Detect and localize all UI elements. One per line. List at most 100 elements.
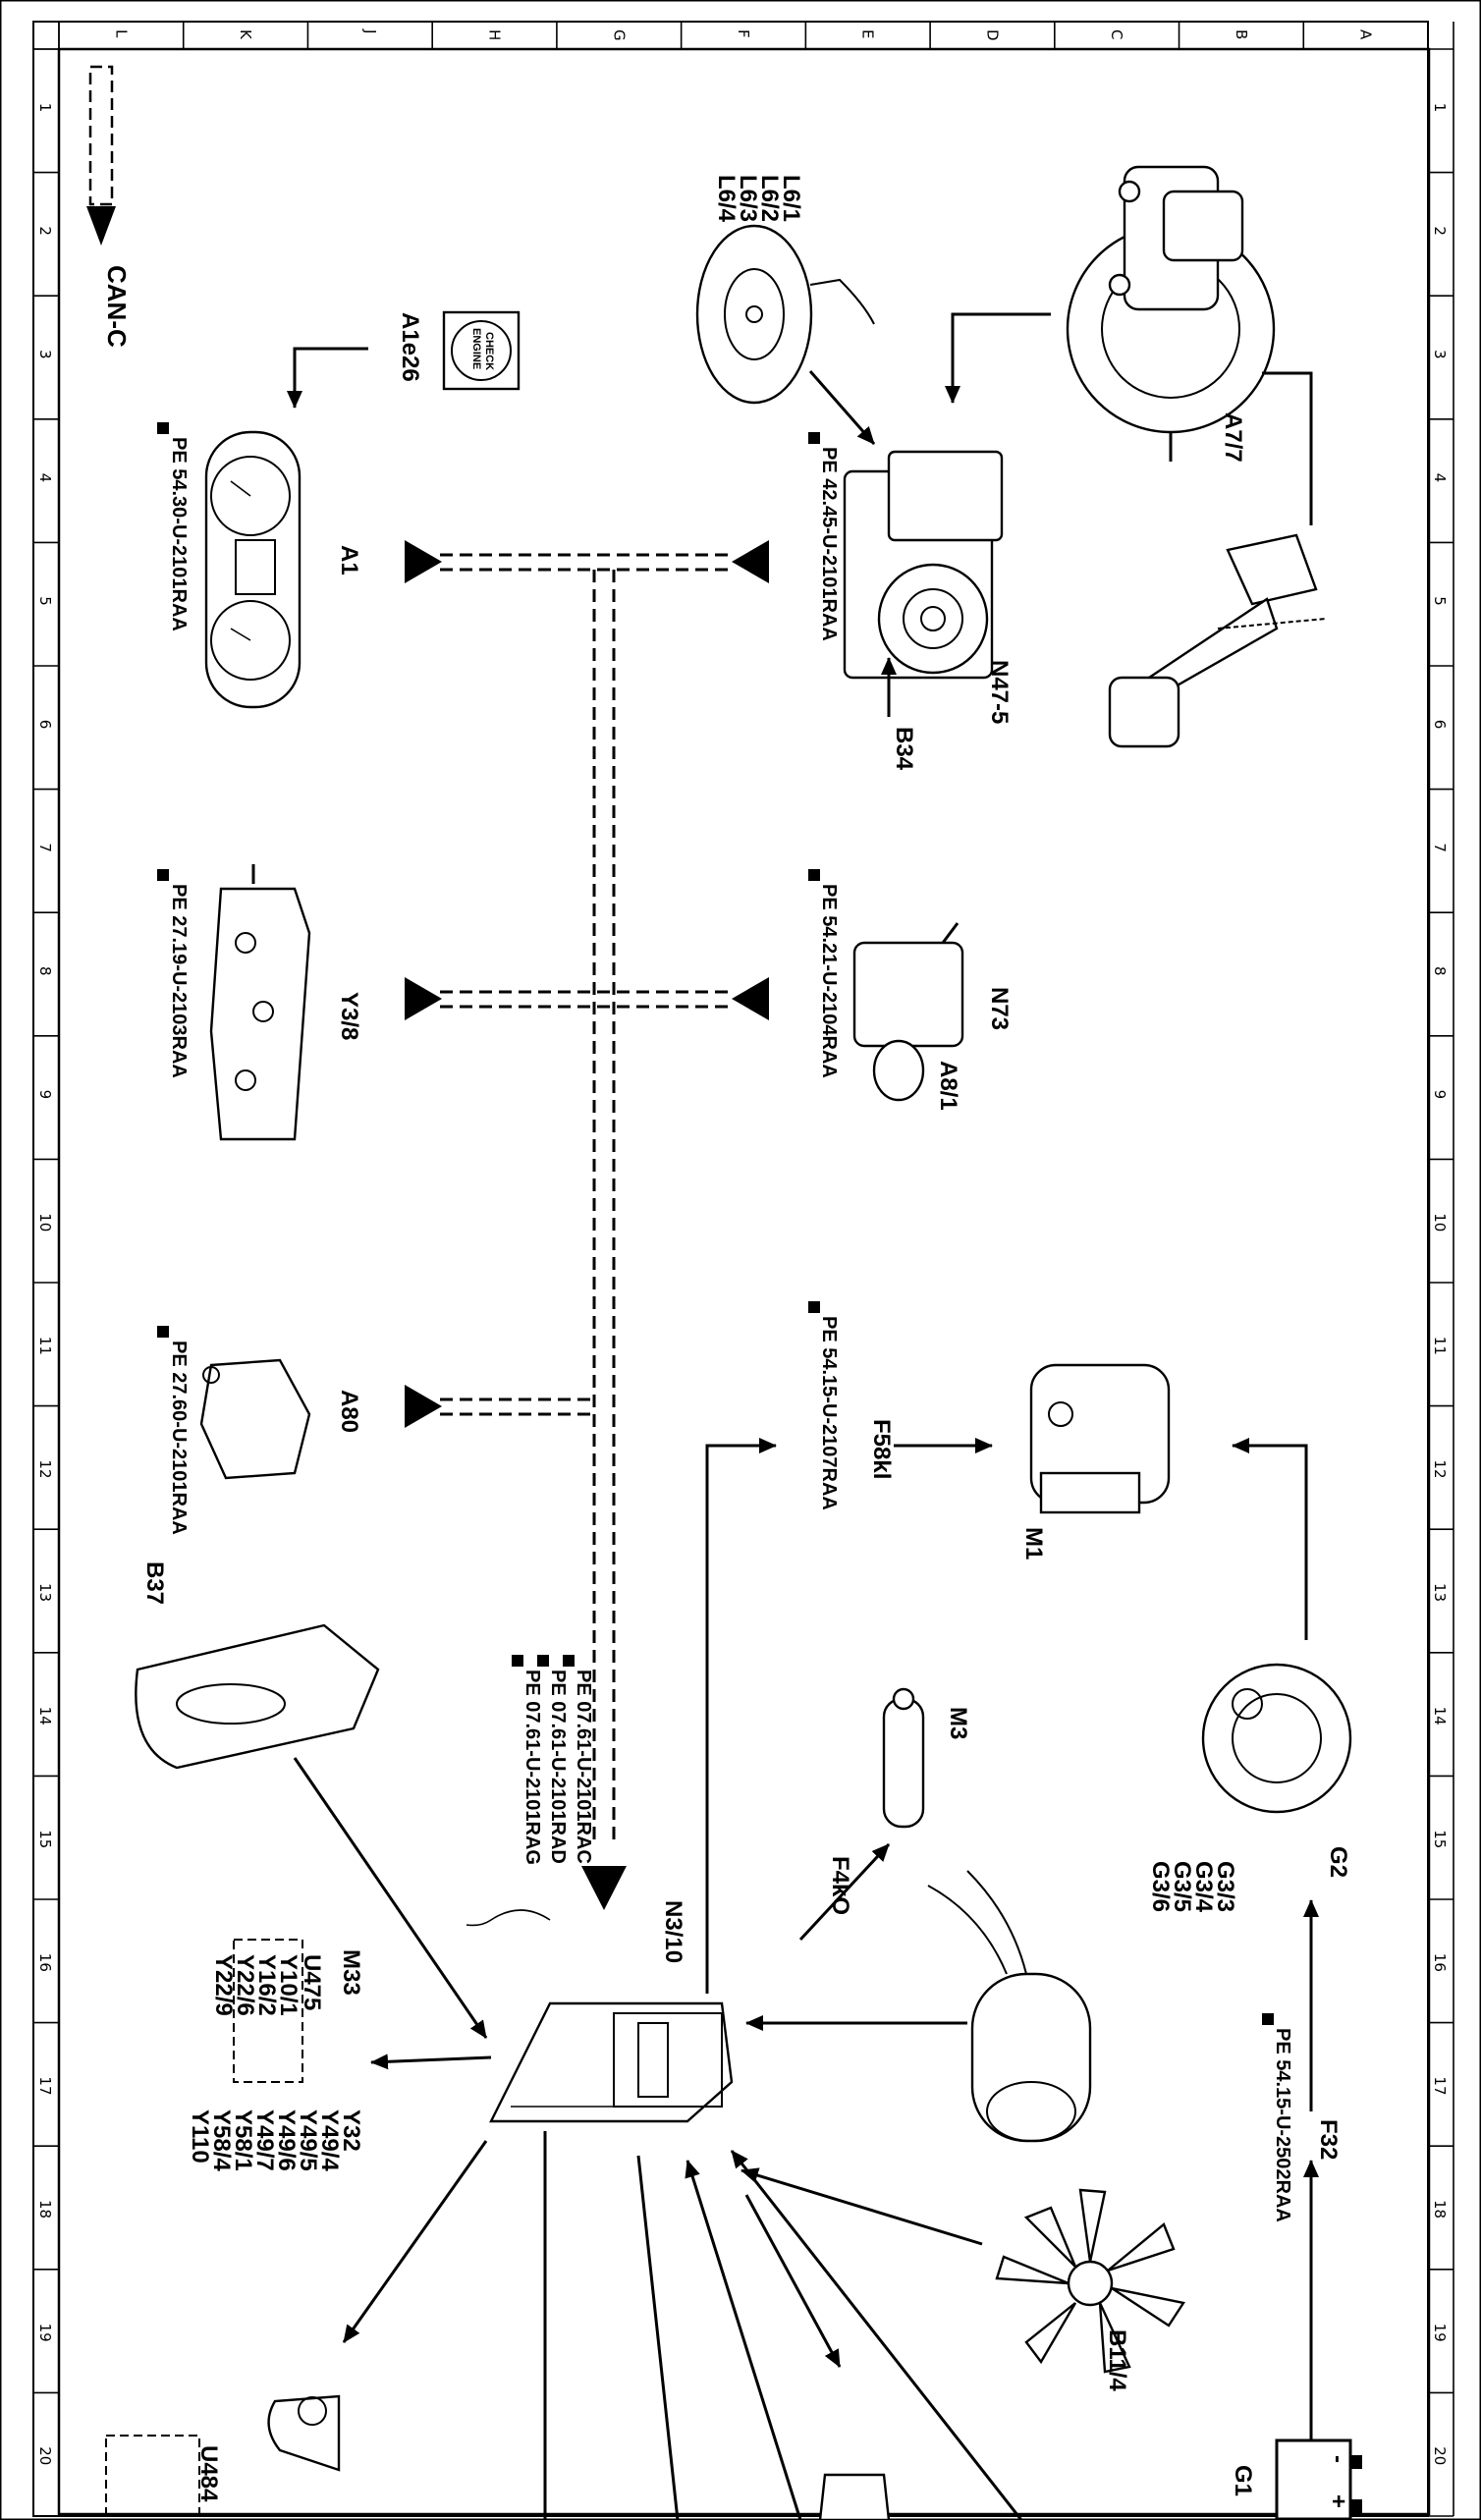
check-engine-lamp-component: CHECK ENGINE A1e26: [397, 310, 521, 391]
column-label-19: 19: [36, 2324, 54, 2342]
ref-hand-icon: [157, 869, 169, 881]
column-label-6: 6: [1431, 720, 1449, 730]
y22-6-label: Y22/6: [232, 1954, 258, 2016]
y3-8-ref: PE 27.19-U-2103RAA: [168, 884, 190, 1078]
column-label-17: 17: [1431, 2076, 1449, 2095]
l6-4-label: L6/4: [713, 175, 740, 223]
column-label-12: 12: [36, 1459, 54, 1478]
row-label-b: B: [1233, 29, 1250, 39]
f32-ref: PE 54.15-U-2502RAA: [1272, 2028, 1293, 2222]
column-label-7: 7: [36, 843, 54, 852]
g1-minus-label: -: [1325, 2455, 1351, 2463]
grid-ticks: [33, 22, 1454, 2517]
m33-label: M33: [338, 1949, 364, 1996]
can-c-label: CAN-C: [102, 265, 132, 348]
y49-6-label: Y49/6: [273, 2109, 300, 2171]
column-label-4: 4: [1431, 473, 1449, 483]
column-label-5: 5: [36, 596, 54, 606]
u484-box: U484: [105, 2435, 222, 2520]
column-label-11: 11: [1431, 1337, 1449, 1355]
column-label-20: 20: [1431, 2446, 1449, 2465]
column-label-11: 11: [36, 1337, 54, 1355]
a80-ref: PE 27.60-U-2101RAA: [168, 1341, 190, 1535]
column-label-12: 12: [1431, 1459, 1449, 1478]
g3-4-label: G3/4: [1190, 1861, 1217, 1913]
column-label-10: 10: [36, 1213, 54, 1232]
f58kl-label: F58kl: [868, 1419, 895, 1479]
ref-hand-icon: [563, 1655, 575, 1667]
y32-label: Y32: [338, 2109, 364, 2152]
engine-label: ENGINE: [470, 328, 482, 369]
m1-label: M1: [1020, 1527, 1047, 1560]
ref-hand-icon: [808, 869, 820, 881]
a1-label: A1: [336, 545, 362, 575]
esp-control-unit-component: N47-5 B34 PE 42.45-U-2101RAA: [808, 432, 1013, 771]
column-label-10: 10: [1431, 1213, 1449, 1232]
row-label-d: D: [983, 29, 1001, 41]
row-label-e: E: [859, 29, 877, 38]
u475-label: U475: [299, 1954, 325, 2010]
column-label-16: 16: [36, 1953, 54, 1972]
instrument-cluster-component: A1 PE 54.30-U-2101RAA: [157, 422, 362, 709]
engine-control-unit-component: N3/10 PE 07.61-U-2101RAC PE 07.61-U-2101…: [466, 1655, 734, 2123]
ignition-switch-component: N73 A8/1 PE 54.21-U-2104RAA: [808, 869, 1013, 1111]
column-label-9: 9: [1431, 1090, 1449, 1100]
cooling-fan-component: B11/4: [995, 2188, 1185, 2391]
y3-8-label: Y3/8: [336, 992, 362, 1040]
f32-label: F32: [1315, 2119, 1342, 2160]
g1-label: G1: [1230, 2465, 1256, 2496]
ref-hand-icon: [808, 432, 820, 444]
a80-label: A80: [336, 1390, 362, 1433]
bus-arrow-n73-icon: [732, 977, 769, 1020]
g3-6-label: G3/6: [1147, 1861, 1174, 1912]
column-label-15: 15: [1431, 1830, 1449, 1848]
battery-circuit: F32 PE 54.15-U-2502RAA - + G1: [1230, 1899, 1362, 2520]
accelerator-pedal-component: B37: [135, 1561, 380, 1770]
bus-arrow-y3-icon: [405, 977, 442, 1020]
can-bus-lines: [405, 540, 769, 1910]
row-label-a: A: [1357, 29, 1375, 40]
ref-hand-icon: [157, 422, 169, 434]
y49-5-label: Y49/5: [295, 2109, 321, 2171]
b11-4-label: B11/4: [1104, 2329, 1130, 2391]
column-label-3: 3: [1431, 350, 1449, 359]
m3-label: M3: [945, 1707, 971, 1739]
column-label-1: 1: [36, 103, 54, 113]
ref-hand-icon: [1262, 2013, 1274, 2025]
g3-3-label: G3/3: [1212, 1861, 1238, 1912]
y10-1-label: Y10/1: [275, 1954, 302, 2016]
b34-label: B34: [891, 727, 917, 771]
brake-pedal-component: [1108, 533, 1327, 748]
ref-hand-icon: [512, 1655, 523, 1667]
row-label-l: L: [112, 29, 130, 38]
n47-5-ref: PE 42.45-U-2101RAA: [818, 447, 840, 641]
n73-ref: PE 54.21-U-2104RAA: [818, 884, 840, 1078]
row-label-k: K: [237, 29, 254, 40]
ref-hand-icon: [157, 1326, 169, 1338]
ecu-output-list: M33 U475 Y10/1 Y16/2 Y22/6 Y22/9 Y32 Y49…: [187, 1939, 364, 2171]
n3-10-label: N3/10: [660, 1900, 686, 1963]
g3-5-label: G3/5: [1169, 1861, 1195, 1912]
y110-label: Y110: [187, 2109, 213, 2164]
partial-component-bottom-left: [267, 2394, 341, 2472]
can-c-indicator: CAN-C: [86, 65, 132, 348]
bus-arrow-a1-icon: [405, 540, 442, 583]
column-label-16: 16: [1431, 1953, 1449, 1972]
n3-10-ref-3: PE 07.61-U-2101RAG: [521, 1670, 543, 1865]
column-label-7: 7: [1431, 843, 1449, 852]
bus-arrow-a80-icon: [405, 1385, 442, 1428]
y58-4-label: Y58/4: [208, 2109, 235, 2171]
column-label-8: 8: [1431, 966, 1449, 976]
l6-2-label: L6/2: [756, 175, 783, 222]
battery-icon: [1275, 2438, 1352, 2520]
transmission-control-component: Y3/8 PE 27.19-U-2103RAA: [157, 864, 362, 1141]
a1e26-label: A1e26: [397, 312, 423, 382]
row-label-c: C: [1108, 29, 1125, 39]
brake-booster-component: A7/7: [1066, 165, 1313, 525]
alternator-component: G2: [1201, 1663, 1352, 1878]
ref-hand-icon: [537, 1655, 549, 1667]
g2-label: G2: [1325, 1846, 1351, 1878]
